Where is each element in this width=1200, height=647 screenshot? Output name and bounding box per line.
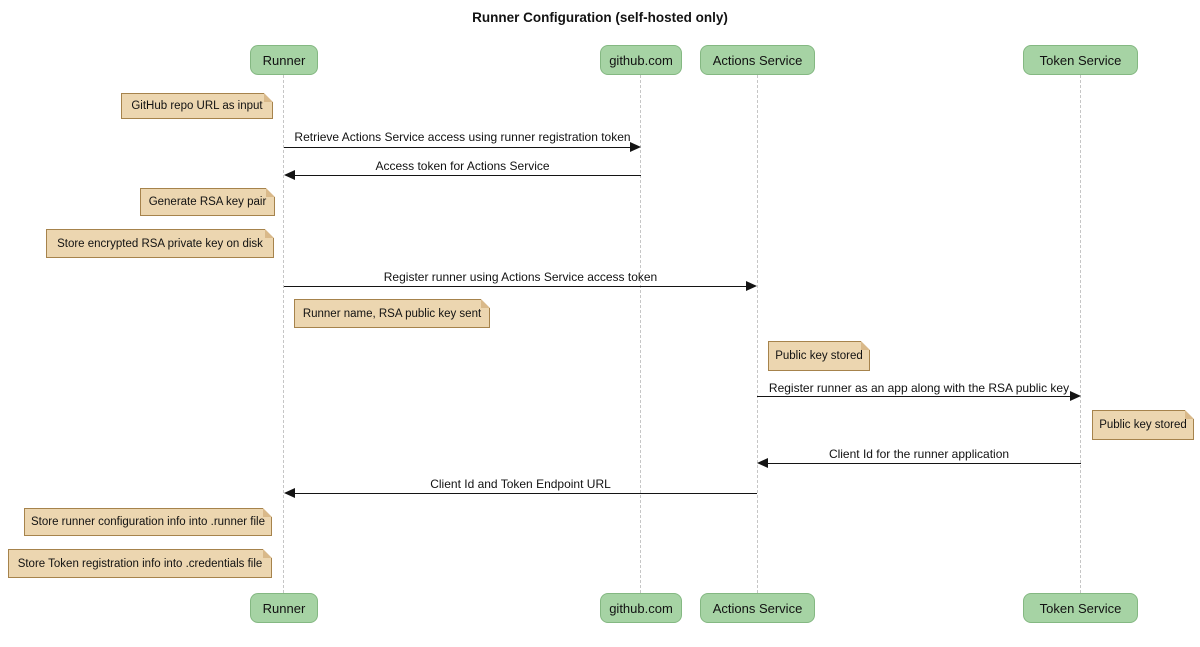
message-label: Access token for Actions Service xyxy=(375,159,550,173)
actor-label: github.com xyxy=(609,600,673,616)
actor-label: Token Service xyxy=(1039,600,1122,616)
actor-top-runner: Runner xyxy=(250,45,318,75)
note: Generate RSA key pair xyxy=(140,188,275,216)
message-line xyxy=(768,463,1081,464)
arrowhead-left-icon xyxy=(284,488,295,498)
note: Public key stored xyxy=(768,341,870,371)
note: GitHub repo URL as input xyxy=(121,93,273,119)
note: Store encrypted RSA private key on disk xyxy=(46,229,274,258)
message-line xyxy=(284,147,631,148)
message-label: Retrieve Actions Service access using ru… xyxy=(294,130,631,144)
arrowhead-right-icon xyxy=(746,281,757,291)
actor-bottom-token-service: Token Service xyxy=(1023,593,1138,623)
lifeline-runner xyxy=(283,75,284,593)
actor-bottom-runner: Runner xyxy=(250,593,318,623)
actor-top-actions-service: Actions Service xyxy=(700,45,815,75)
lifeline-actions-service xyxy=(757,75,758,593)
actor-label: Token Service xyxy=(1039,52,1122,68)
actor-label: Actions Service xyxy=(712,52,803,68)
note: Store Token registration info into .cred… xyxy=(8,549,272,578)
arrowhead-left-icon xyxy=(757,458,768,468)
diagram-title: Runner Configuration (self-hosted only) xyxy=(472,10,728,25)
actor-label: Actions Service xyxy=(712,600,803,616)
arrowhead-right-icon xyxy=(630,142,641,152)
lifeline-token-service xyxy=(1080,75,1081,593)
actor-top-github-com: github.com xyxy=(600,45,682,75)
message-line xyxy=(295,493,757,494)
actor-label: Runner xyxy=(262,52,306,68)
message-label: Register runner using Actions Service ac… xyxy=(383,270,658,284)
lifeline-github-com xyxy=(640,75,641,593)
note: Runner name, RSA public key sent xyxy=(294,299,490,328)
actor-top-token-service: Token Service xyxy=(1023,45,1138,75)
message-label: Register runner as an app along with the… xyxy=(768,381,1070,395)
note: Public key stored xyxy=(1092,410,1194,440)
arrowhead-left-icon xyxy=(284,170,295,180)
message-label: Client Id and Token Endpoint URL xyxy=(430,477,611,491)
message-line xyxy=(295,175,641,176)
message-label: Client Id for the runner application xyxy=(828,447,1010,461)
actor-label: Runner xyxy=(262,600,306,616)
message-line xyxy=(757,396,1070,397)
actor-bottom-github-com: github.com xyxy=(600,593,682,623)
arrowhead-right-icon xyxy=(1070,391,1081,401)
actor-bottom-actions-service: Actions Service xyxy=(700,593,815,623)
actor-label: github.com xyxy=(609,52,673,68)
message-line xyxy=(284,286,747,287)
note: Store runner configuration info into .ru… xyxy=(24,508,272,536)
